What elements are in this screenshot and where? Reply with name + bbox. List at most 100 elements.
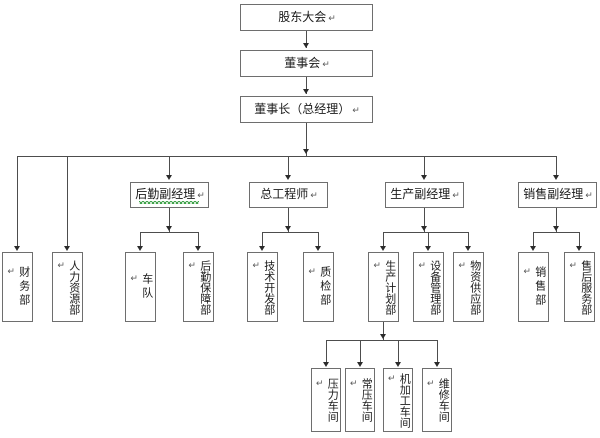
connector-to-tech-dev [262, 232, 263, 246]
node-label: 后勤副经理 [135, 187, 196, 202]
node-label: 售后服务部 [579, 259, 593, 315]
pilcrow-mark: ↵ [452, 191, 460, 202]
node-pressure-workshop[interactable]: 压力车间↵ [311, 368, 341, 432]
arrow-bus-to-logistics-vm [166, 175, 172, 180]
node-label: 董事长（总经理） [254, 101, 351, 116]
connector-chief-engineer-down [288, 208, 289, 232]
node-equipment-management-dept[interactable]: 设备管理部↵ [413, 252, 444, 322]
node-label: 财务部 [17, 266, 31, 308]
arrow-to-machining-workshop [395, 362, 401, 367]
node-maintenance-workshop[interactable]: 维修车间↵ [422, 368, 452, 432]
pilcrow-mark: ↵ [197, 191, 205, 202]
connector-shareholders-to-board [306, 31, 307, 48]
connector-logistics-vm-down [169, 208, 170, 232]
pilcrow-mark: ↵ [322, 59, 330, 70]
connector-to-quality [318, 232, 319, 246]
node-label: 机加工车间 [398, 372, 412, 428]
node-machining-workshop[interactable]: 机加工车间↵ [383, 368, 413, 432]
bus-engineer-children [262, 232, 318, 233]
node-production-planning-dept[interactable]: 生产计划部↵ [368, 252, 399, 322]
pilcrow-mark: ↵ [251, 260, 262, 271]
node-material-supply-dept[interactable]: 物资供应部↵ [453, 252, 484, 322]
node-logistics-support-dept[interactable]: 后勤保障部↵ [183, 252, 214, 322]
node-label: 销售副经理 [523, 187, 584, 202]
node-label: 质检部 [318, 266, 332, 308]
node-label: 生产计划部 [383, 259, 397, 315]
node-label: 技术开发部 [262, 259, 276, 315]
arrow-to-equipment [425, 246, 431, 251]
node-quality-inspection-dept[interactable]: 质检部↵ [303, 252, 334, 322]
connector-to-after-sales [579, 232, 580, 246]
pilcrow-mark: ↵ [425, 379, 436, 389]
node-shareholders-meeting[interactable]: 股东大会↵ [240, 4, 373, 31]
arrow-bus-to-production-vm [421, 175, 427, 180]
node-sales-dept[interactable]: 销售部↵ [518, 252, 549, 322]
bus-logistics-children [140, 232, 198, 233]
connector-bus-to-sales-vm [556, 156, 557, 176]
arrow-to-maintenance-workshop [434, 362, 440, 367]
arrow-to-atmospheric-workshop [357, 362, 363, 367]
connector-board-to-chairman [306, 77, 307, 94]
connector-to-logistics-support [198, 232, 199, 246]
node-finance-dept[interactable]: 财务部↵ [2, 252, 33, 322]
node-chairman-general-manager[interactable]: 董事长（总经理）↵ [240, 96, 373, 123]
node-production-vice-manager[interactable]: 生产副经理↵ [385, 182, 464, 208]
spellcheck-underline [139, 201, 199, 204]
arrow-sales-vm-down [553, 226, 559, 231]
pilcrow-mark: ↵ [348, 379, 359, 389]
connector-to-atmospheric-workshop [360, 340, 361, 363]
arrow-to-material-supply [465, 246, 471, 251]
node-tech-development-dept[interactable]: 技术开发部↵ [247, 252, 278, 322]
node-label: 物资供应部 [468, 259, 482, 315]
bus-sales-children [533, 232, 579, 233]
node-label: 常压车间 [360, 378, 374, 422]
pilcrow-mark: ↵ [307, 267, 318, 280]
arrow-bus-to-hr [64, 246, 70, 251]
node-fleet-team[interactable]: 车队↵ [125, 252, 156, 322]
bus-level4 [17, 156, 557, 157]
arrow-to-quality [315, 246, 321, 251]
node-hr-dept[interactable]: 人力资源部↵ [52, 252, 83, 322]
node-label: 人力资源部 [67, 259, 81, 315]
connector-to-machining-workshop [398, 340, 399, 363]
pilcrow-mark: ↵ [314, 379, 325, 389]
arrow-bus-to-chief-engineer [285, 175, 291, 180]
node-label: 压力车间 [326, 378, 340, 422]
arrow-chairman-to-bus [303, 149, 309, 154]
arrow-board-to-chairman [303, 89, 309, 94]
connector-to-pressure-workshop [326, 340, 327, 363]
node-label: 维修车间 [437, 378, 451, 422]
connector-bus-to-logistics-vm [169, 156, 170, 176]
node-logistics-vice-manager[interactable]: 后勤副经理↵ [130, 182, 209, 208]
connector-chairman-to-bus [306, 123, 307, 156]
connector-bus-to-chief-engineer [288, 156, 289, 176]
arrow-to-sales-dept [530, 246, 536, 251]
node-sales-vice-manager[interactable]: 销售副经理↵ [518, 182, 597, 208]
arrow-to-pressure-workshop [323, 362, 329, 367]
arrow-planning-to-workshops [380, 334, 386, 339]
node-label: 生产副经理 [390, 187, 451, 202]
connector-bus-to-production-vm [424, 156, 425, 176]
arrow-shareholders-to-board [303, 43, 309, 48]
arrow-chief-engineer-down [285, 226, 291, 231]
node-after-sales-service-dept[interactable]: 售后服务部↵ [564, 252, 595, 322]
arrow-to-production-planning [380, 246, 386, 251]
bus-workshops [326, 340, 437, 341]
pilcrow-mark: ↵ [417, 260, 428, 271]
arrow-bus-to-sales-vm [553, 175, 559, 180]
node-label: 设备管理部 [428, 259, 442, 315]
node-board-of-directors[interactable]: 董事会↵ [240, 50, 373, 77]
node-label: 总工程师 [260, 187, 309, 202]
connector-sales-vm-down [556, 208, 557, 232]
node-label: 后勤保障部 [198, 259, 212, 315]
node-chief-engineer[interactable]: 总工程师↵ [249, 182, 328, 208]
pilcrow-mark: ↵ [328, 13, 336, 24]
pilcrow-mark: ↵ [386, 373, 397, 384]
bus-production-children [383, 232, 468, 233]
arrow-to-logistics-support [195, 246, 201, 251]
pilcrow-mark: ↵ [568, 260, 579, 271]
pilcrow-mark: ↵ [372, 260, 383, 271]
pilcrow-mark: ↵ [585, 191, 593, 202]
node-atmospheric-workshop[interactable]: 常压车间↵ [345, 368, 375, 432]
